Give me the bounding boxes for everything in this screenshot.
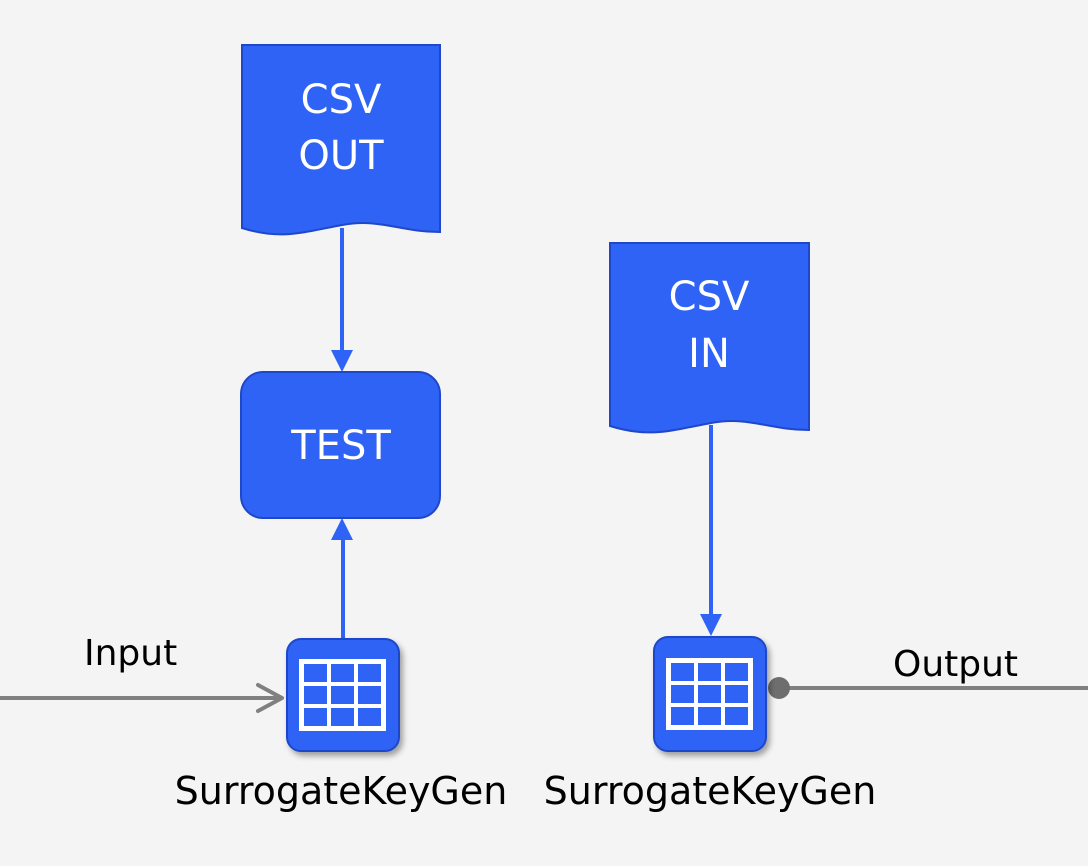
input-link-label: Input (84, 633, 177, 674)
csv-out-line1: CSV (301, 77, 382, 123)
link-surrogate-to-test[interactable] (331, 518, 353, 638)
process-shape-icon (240, 371, 441, 519)
chevron-right-icon (256, 683, 284, 713)
csv-in-line1: CSV (669, 274, 750, 320)
csv-out-line2: OUT (298, 133, 384, 179)
surrogate-key-gen-right-stage[interactable]: SurrogateKeyGen (544, 636, 877, 813)
csv-out-node[interactable]: CSV OUT (241, 44, 441, 236)
arrowhead-down-icon (700, 614, 722, 636)
link-csv-out-to-test[interactable] (331, 228, 353, 372)
csv-in-node[interactable]: CSV IN (609, 242, 810, 434)
csv-in-line2: IN (688, 331, 730, 377)
arrowhead-up-icon (331, 518, 353, 540)
surrogate-key-gen-left-stage[interactable]: SurrogateKeyGen (175, 638, 508, 813)
arrowhead-down-icon (331, 350, 353, 372)
surrogate-right-label: SurrogateKeyGen (544, 769, 877, 813)
document-shape-icon (241, 44, 441, 236)
test-node[interactable]: TEST (240, 371, 441, 519)
test-node-label: TEST (290, 423, 391, 469)
output-port-icon (768, 677, 790, 699)
input-link[interactable]: Input (0, 633, 284, 713)
table-grid-icon (666, 658, 753, 730)
link-csv-in-to-surrogate[interactable] (700, 425, 722, 636)
document-shape-icon (609, 242, 810, 434)
output-link[interactable]: Output (768, 644, 1088, 699)
surrogate-left-label: SurrogateKeyGen (175, 769, 508, 813)
output-link-label: Output (893, 644, 1018, 685)
table-grid-icon (299, 659, 386, 731)
